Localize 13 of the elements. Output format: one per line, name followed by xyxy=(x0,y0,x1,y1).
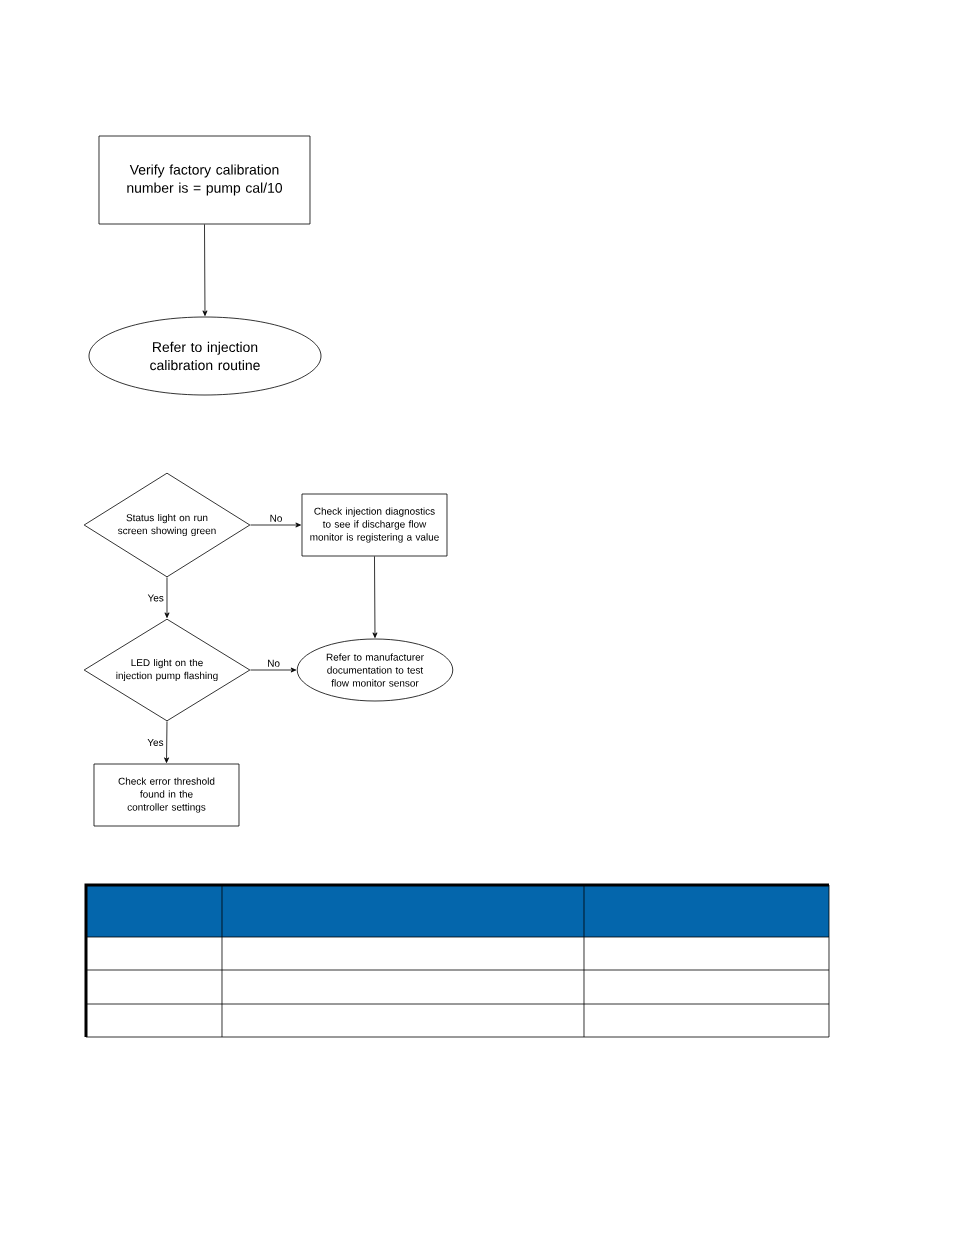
arrow xyxy=(250,667,297,673)
process-box: Check error threshold found in the controller settings xyxy=(93,763,240,827)
edge-label: No xyxy=(268,659,280,667)
arrow xyxy=(372,556,378,638)
arrow xyxy=(164,577,170,618)
edge-label: Yes xyxy=(147,739,164,746)
arrow xyxy=(202,224,208,316)
edge-label: Yes xyxy=(147,594,164,602)
process-box: Check injection diagnostics to see if discharge flow monitor is registering a value xyxy=(301,493,448,557)
arrow xyxy=(250,522,301,528)
edge-label: No xyxy=(270,514,282,522)
arrow xyxy=(164,721,170,763)
process-box: Verify factory calibration number is = pump cal/10 xyxy=(98,135,311,225)
